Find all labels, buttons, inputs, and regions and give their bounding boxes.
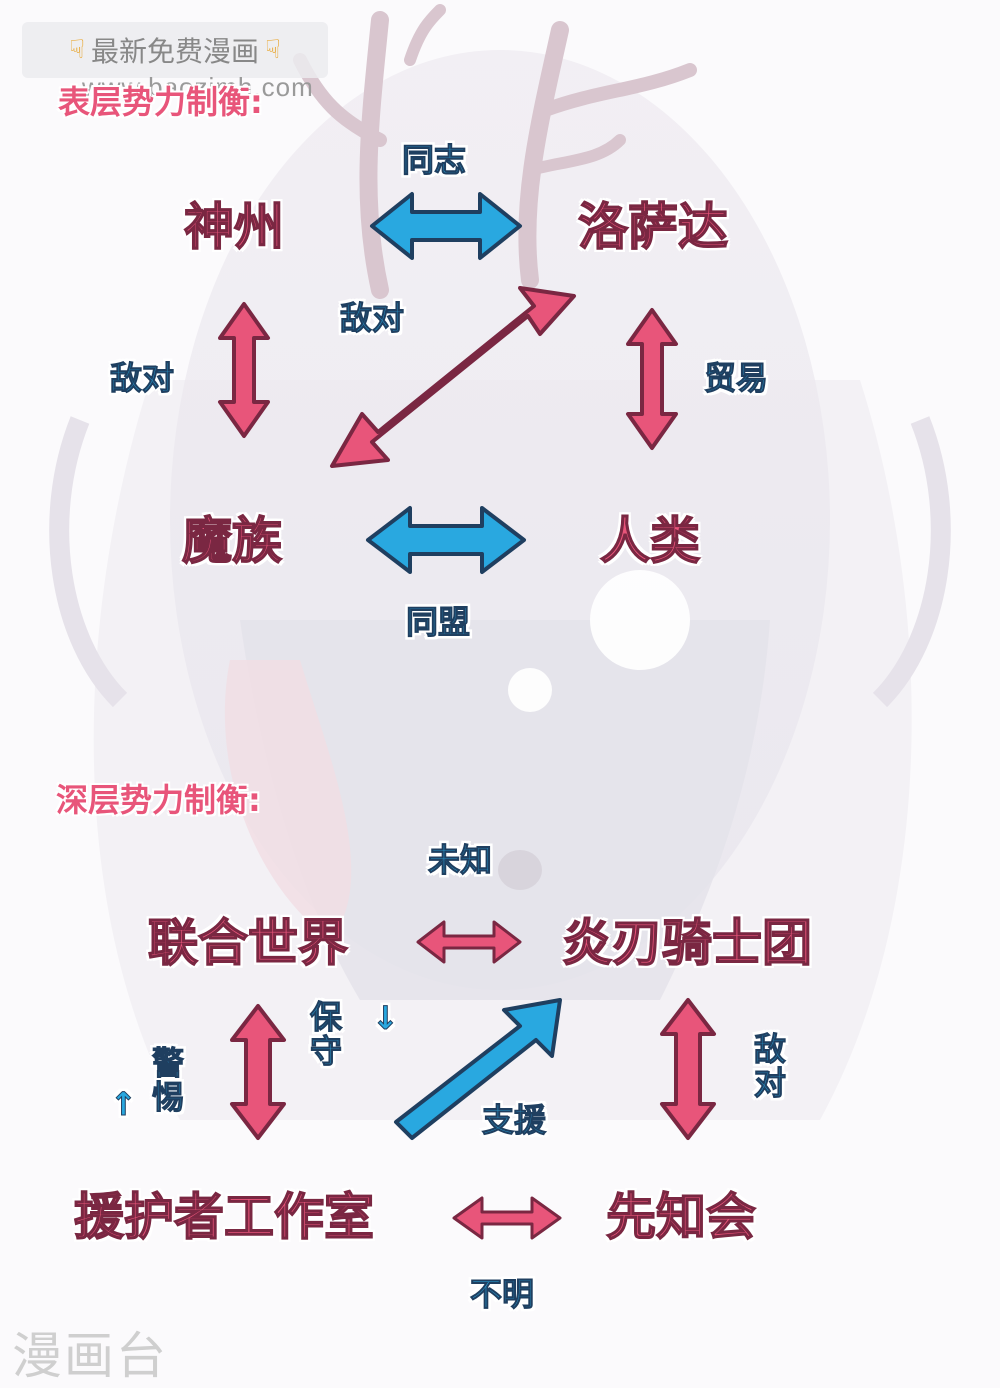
relation-luosada-mozu: 敌对 <box>339 299 405 337</box>
faction-mozu: 魔族 <box>181 512 283 570</box>
faction-prophet-society: 先知会 <box>605 1188 757 1246</box>
watermark-url: www.baozimh.com <box>82 72 314 102</box>
faction-luosada: 洛萨达 <box>577 198 729 256</box>
deep-heading: 深层势力制衡: <box>56 781 261 819</box>
arrow-shenzhou-luosada <box>370 192 522 260</box>
arrow-flame-prophet <box>660 998 716 1140</box>
surface-heading: 表层势力制衡: <box>58 83 263 121</box>
relation-luosada-renlei: 贸易 <box>703 359 769 397</box>
faction-flame-blade-knights: 炎刃骑士团 <box>561 914 813 972</box>
relation-guardian-prophet: 不明 <box>469 1275 535 1313</box>
relation-mozu-renlei: 同盟 <box>405 603 471 641</box>
faction-united-world: 联合世界 <box>147 914 349 972</box>
down-arrow-icon: ↓ <box>372 999 400 1037</box>
watermark-banner: ☟ 最新免费漫画 ☟ <box>22 22 328 78</box>
arrow-luosada-mozu <box>330 286 576 468</box>
faction-guardian-studio: 援护者工作室 <box>73 1188 375 1246</box>
arrow-guardian-prophet <box>452 1196 562 1240</box>
up-arrow-icon: ↑ <box>110 1085 138 1123</box>
relation-united-flame: 未知 <box>427 841 493 879</box>
arrow-shenzhou-mozu <box>218 302 270 438</box>
relation-flame-prophet: 敌对 <box>749 1032 788 1101</box>
arrow-guardian-flame <box>394 998 562 1140</box>
faction-renlei: 人类 <box>599 512 701 570</box>
arrow-united-flame <box>416 920 522 964</box>
arrow-luosada-renlei <box>626 308 678 450</box>
watermark-logo: 漫画台 <box>12 1327 168 1385</box>
watermark-banner-text: 最新免费漫画 <box>90 35 259 68</box>
relation-united-guardian-conservative: 保守 <box>305 1000 344 1069</box>
faction-shenzhou: 神州 <box>183 198 285 256</box>
relation-shenzhou-mozu: 敌对 <box>109 359 175 397</box>
pointing-hand-icon: ☟ <box>265 35 281 65</box>
pointing-hand-icon: ☟ <box>69 35 85 65</box>
relation-shenzhou-luosada: 同志 <box>401 141 467 179</box>
arrow-mozu-renlei <box>366 506 526 574</box>
arrow-united-guardian <box>230 1004 286 1140</box>
relation-guardian-flame: 支援 <box>481 1101 547 1139</box>
relation-united-guardian-wary: 警惕 <box>147 1046 186 1115</box>
